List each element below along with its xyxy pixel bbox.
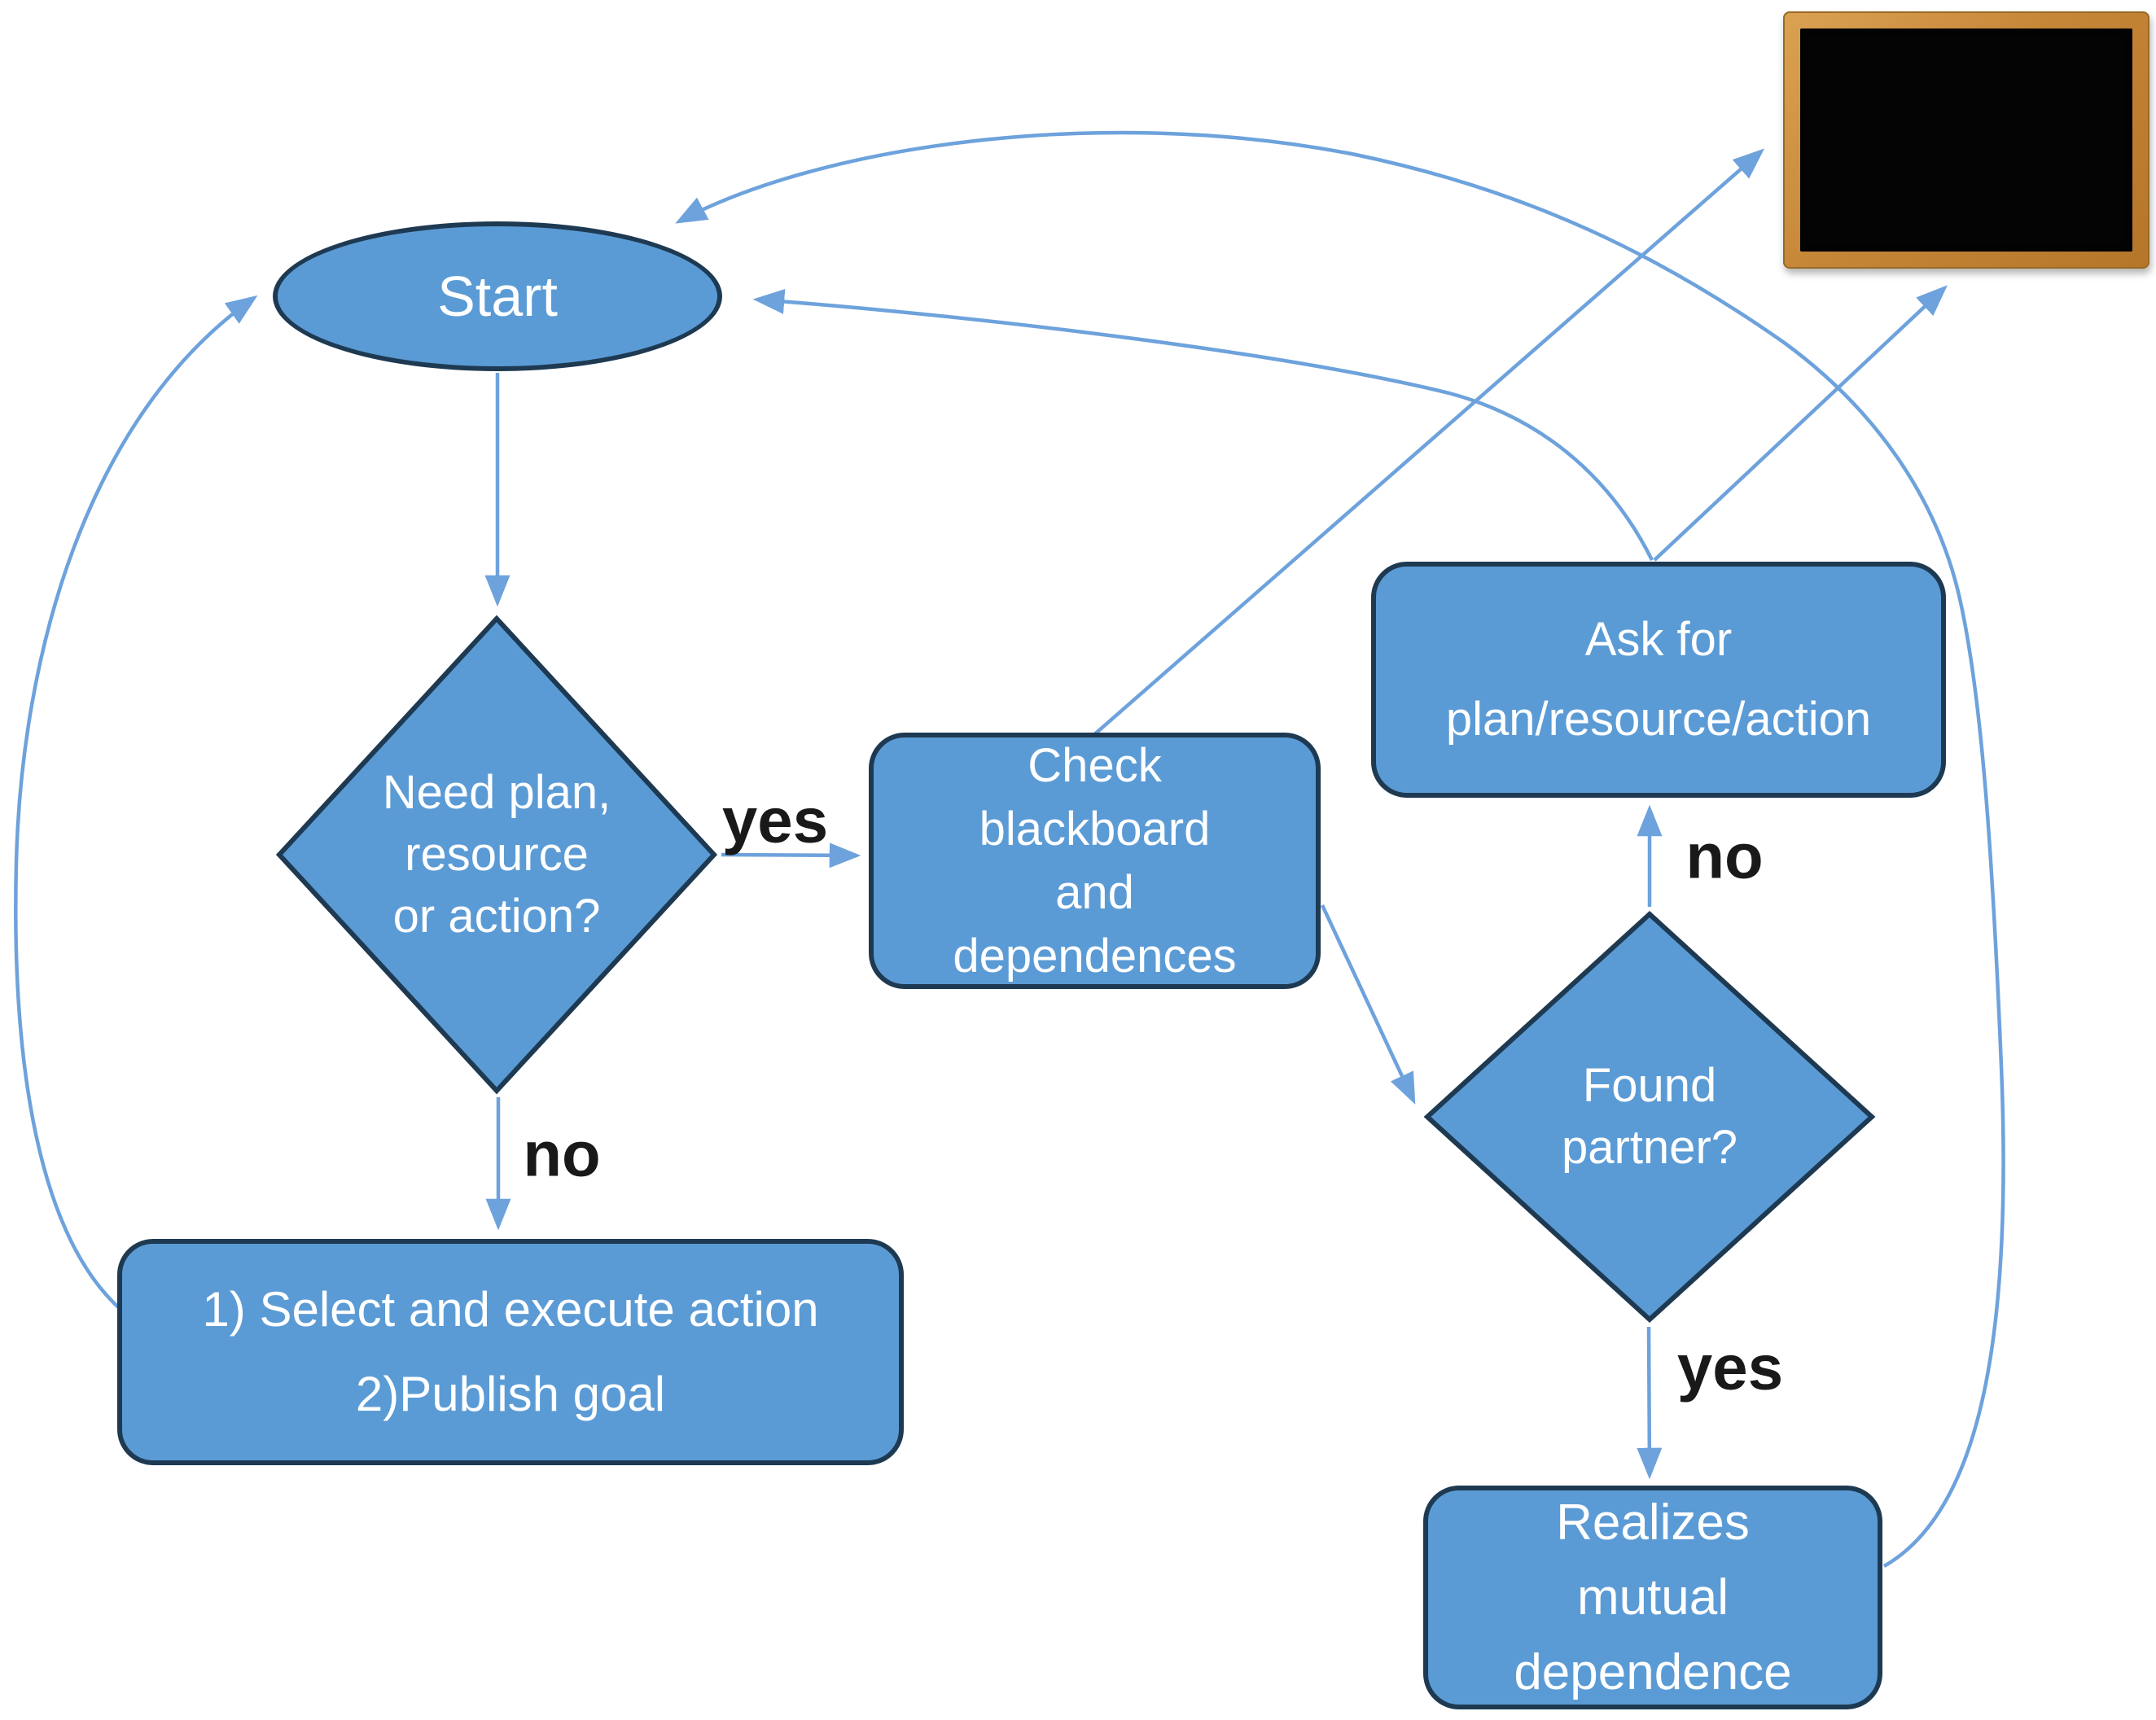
- node-need-plan-line: resource: [405, 828, 589, 881]
- edge-label-no-need-plan: no: [523, 1118, 601, 1190]
- node-start-label: Start: [437, 265, 558, 328]
- node-check-line: and: [1055, 865, 1134, 919]
- edge-realizes-to-start: [675, 130, 2005, 1568]
- blackboard-image: [1783, 11, 2149, 269]
- node-realizes-dependence: Realizes mutual dependence: [1423, 1486, 1882, 1709]
- node-need-plan-line: or action?: [392, 890, 601, 943]
- node-found-partner-line: Found: [1582, 1059, 1717, 1112]
- node-select-line: 1) Select and execute action: [202, 1282, 819, 1337]
- edge-need-plan-yes-to-check: [721, 842, 861, 869]
- edge-select-to-start: [14, 295, 258, 1314]
- node-need-plan-line: Need plan,: [382, 766, 611, 819]
- node-ask-line: Ask for: [1584, 613, 1733, 666]
- node-ask-line: plan/resource/action: [1445, 693, 1872, 746]
- edge-label-no-found-partner: no: [1685, 820, 1764, 892]
- node-found-partner-decision: Found partner?: [1423, 910, 1876, 1324]
- edge-found-partner-yes-to-realizes: [1637, 1326, 1663, 1480]
- node-need-plan-decision: Need plan, resource or action?: [275, 615, 718, 1095]
- node-start: Start: [273, 221, 722, 371]
- edge-check-to-found-partner: [1320, 904, 1416, 1105]
- blackboard-surface: [1800, 28, 2132, 252]
- node-ask-for-plan: Ask for plan/resource/action: [1371, 562, 1946, 798]
- node-realizes-line: mutual: [1576, 1569, 1729, 1626]
- node-check-line: Check: [1028, 738, 1162, 792]
- diamond-shape: [1423, 910, 1876, 1324]
- node-realizes-line: Realizes: [1556, 1494, 1750, 1551]
- edge-ask-to-blackboard: [1653, 285, 1948, 562]
- diamond-shape: [275, 615, 718, 1095]
- edge-ask-to-start: [752, 288, 1654, 562]
- node-check-line: dependences: [953, 929, 1237, 983]
- node-select-execute: 1) Select and execute action 2)Publish g…: [117, 1239, 904, 1465]
- edge-label-yes-need-plan: yes: [721, 784, 829, 856]
- edge-check-to-blackboard: [1090, 148, 1765, 738]
- edge-label-yes-found-partner: yes: [1676, 1331, 1784, 1403]
- node-select-line: 2)Publish goal: [355, 1367, 666, 1421]
- node-found-partner-line: partner?: [1561, 1121, 1738, 1174]
- node-check-line: blackboard: [979, 802, 1211, 856]
- node-check-blackboard: Check blackboard and dependences: [869, 733, 1321, 989]
- node-realizes-line: dependence: [1514, 1643, 1792, 1700]
